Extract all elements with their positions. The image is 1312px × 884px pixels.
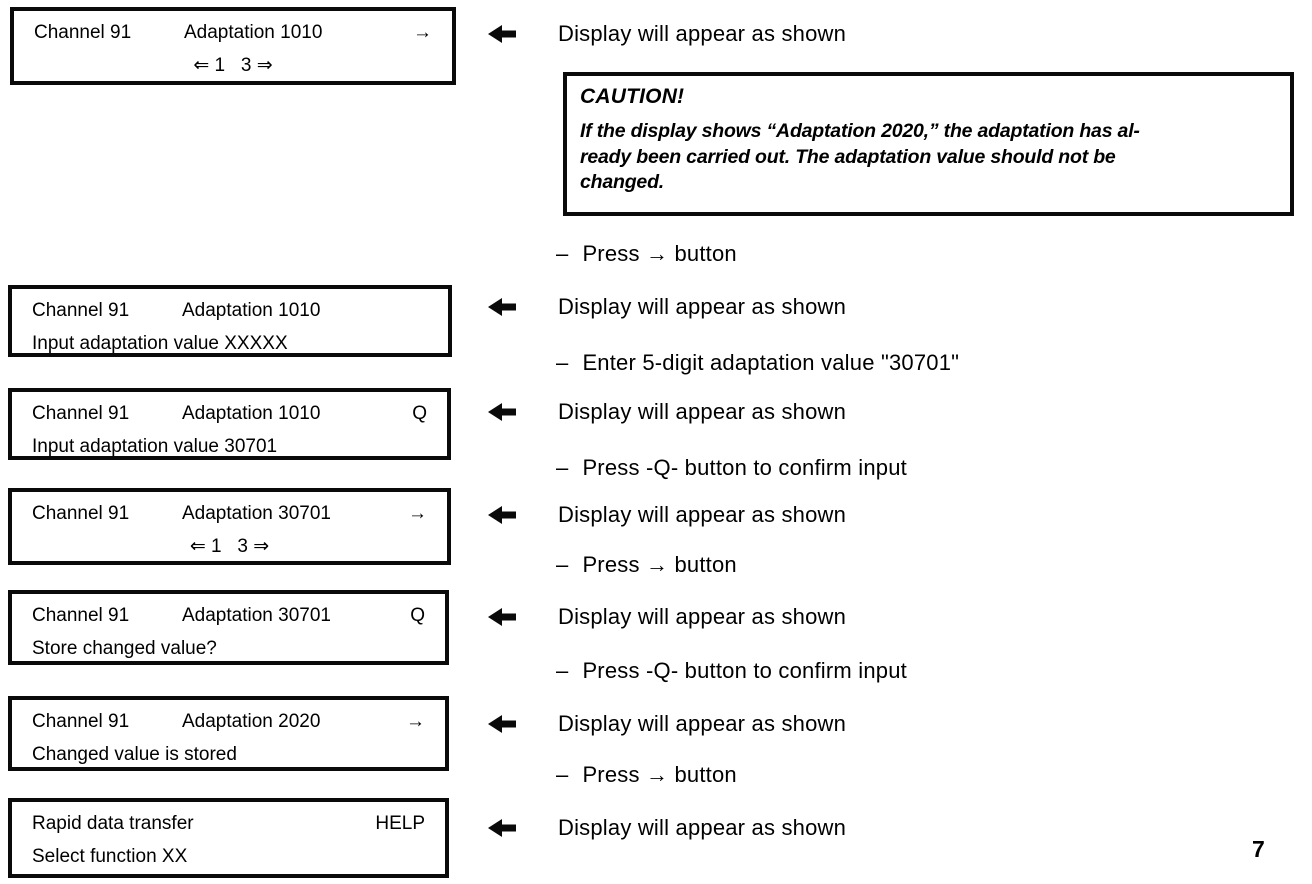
callout-row: Display will appear as shown (488, 20, 846, 49)
instruction-step: – Press -Q- button to confirm input (556, 657, 907, 685)
callout-arrow-icon (488, 402, 518, 427)
display-corner-glyph: → (408, 503, 427, 524)
display-line1: Channel 91 Adaptation 1010 Q (32, 401, 427, 427)
display-corner-glyph: Q (412, 403, 427, 424)
display-line2: ⇐ 1 3 ⇒ (193, 55, 273, 76)
instruction-dash: – (556, 350, 569, 375)
note-text: Display will appear as shown (558, 502, 847, 527)
display-title: Adaptation 1010 (182, 403, 321, 424)
display-corner-glyph: Q (410, 605, 425, 626)
callout-row: Display will appear as shown (488, 710, 846, 739)
display-line1: Channel 91 Adaptation 1010 → (34, 20, 432, 46)
display-line1: Channel 91 Adaptation 30701 → (32, 501, 427, 527)
display-screen-1: Channel 91 Adaptation 1010 → ⇐ 1 3 ⇒ (10, 7, 456, 85)
callout-arrow-icon (488, 505, 518, 530)
display-line1: Channel 91 Adaptation 1010 (32, 298, 428, 324)
display-line2: ⇐ 1 3 ⇒ (189, 536, 270, 557)
display-corner-glyph: HELP (375, 813, 425, 834)
instruction-dash: – (556, 552, 569, 577)
display-channel: Channel 91 (32, 403, 130, 424)
instruction-step: – Press -Q- button to confirm input (556, 454, 907, 482)
display-line2: Store changed value? (32, 638, 217, 659)
display-line1: Channel 91 Adaptation 2020 → (32, 709, 425, 735)
instruction-step: – Press → button (556, 240, 737, 268)
instruction-text: Enter 5-digit adaptation value "30701" (582, 350, 960, 375)
page-number: 7 (1252, 836, 1265, 862)
display-channel: Channel 91 (32, 605, 130, 626)
note-text: Display will appear as shown (558, 815, 847, 840)
caution-box: CAUTION! If the display shows “Adaptatio… (563, 72, 1294, 216)
display-title: Adaptation 1010 (182, 300, 321, 321)
instruction-step: – Enter 5-digit adaptation value "30701" (556, 349, 959, 377)
instruction-text: Press → button (582, 241, 737, 266)
display-title: Adaptation 30701 (182, 605, 331, 626)
note-text: Display will appear as shown (558, 399, 847, 424)
display-line2: Input adaptation value 30701 (32, 436, 278, 457)
display-corner-glyph: → (406, 711, 425, 732)
instruction-text: Press -Q- button to confirm input (582, 455, 907, 480)
note-text: Display will appear as shown (558, 294, 847, 319)
note-text: Display will appear as shown (558, 21, 847, 46)
caution-body: If the display shows “Adaptation 2020,” … (580, 120, 1140, 194)
display-channel: Rapid data transfer (32, 813, 194, 834)
callout-arrow-icon (488, 297, 518, 322)
instruction-dash: – (556, 658, 569, 683)
display-screen-5: Channel 91 Adaptation 30701 Q Store chan… (8, 590, 449, 665)
callout-arrow-icon (488, 607, 518, 632)
display-title: Adaptation 30701 (182, 503, 331, 524)
display-line2: Input adaptation value XXXXX (32, 333, 288, 354)
display-title: Adaptation 1010 (184, 22, 323, 43)
display-title: Adaptation 2020 (182, 711, 321, 732)
display-line2: Select function XX (32, 846, 188, 867)
instruction-text: Press → button (582, 762, 737, 787)
display-channel: Channel 91 (32, 711, 130, 732)
instruction-dash: – (556, 241, 569, 266)
instruction-step: – Press → button (556, 761, 737, 789)
note-text: Display will appear as shown (558, 604, 847, 629)
display-screen-7: Rapid data transfer HELP Select function… (8, 798, 449, 878)
display-corner-glyph: → (413, 22, 432, 43)
display-screen-4: Channel 91 Adaptation 30701 → ⇐ 1 3 ⇒ (8, 488, 451, 565)
instruction-text: Press → button (582, 552, 737, 577)
note-text: Display will appear as shown (558, 711, 847, 736)
display-channel: Channel 91 (34, 22, 132, 43)
callout-arrow-icon (488, 818, 518, 843)
instruction-text: Press -Q- button to confirm input (582, 658, 907, 683)
callout-row: Display will appear as shown (488, 814, 846, 843)
display-screen-2: Channel 91 Adaptation 1010 Input adaptat… (8, 285, 452, 357)
callout-row: Display will appear as shown (488, 501, 846, 530)
display-channel: Channel 91 (32, 300, 130, 321)
display-screen-6: Channel 91 Adaptation 2020 → Changed val… (8, 696, 449, 771)
callout-arrow-icon (488, 714, 518, 739)
display-line1: Channel 91 Adaptation 30701 Q (32, 603, 425, 629)
caution-title: CAUTION! (580, 85, 685, 108)
display-screen-3: Channel 91 Adaptation 1010 Q Input adapt… (8, 388, 451, 460)
display-channel: Channel 91 (32, 503, 130, 524)
callout-row: Display will appear as shown (488, 398, 846, 427)
instruction-step: – Press → button (556, 551, 737, 579)
callout-arrow-icon (488, 24, 518, 49)
instruction-dash: – (556, 455, 569, 480)
display-line2: Changed value is stored (32, 744, 237, 765)
callout-row: Display will appear as shown (488, 293, 846, 322)
instruction-dash: – (556, 762, 569, 787)
display-line1: Rapid data transfer HELP (32, 811, 425, 837)
callout-row: Display will appear as shown (488, 603, 846, 632)
